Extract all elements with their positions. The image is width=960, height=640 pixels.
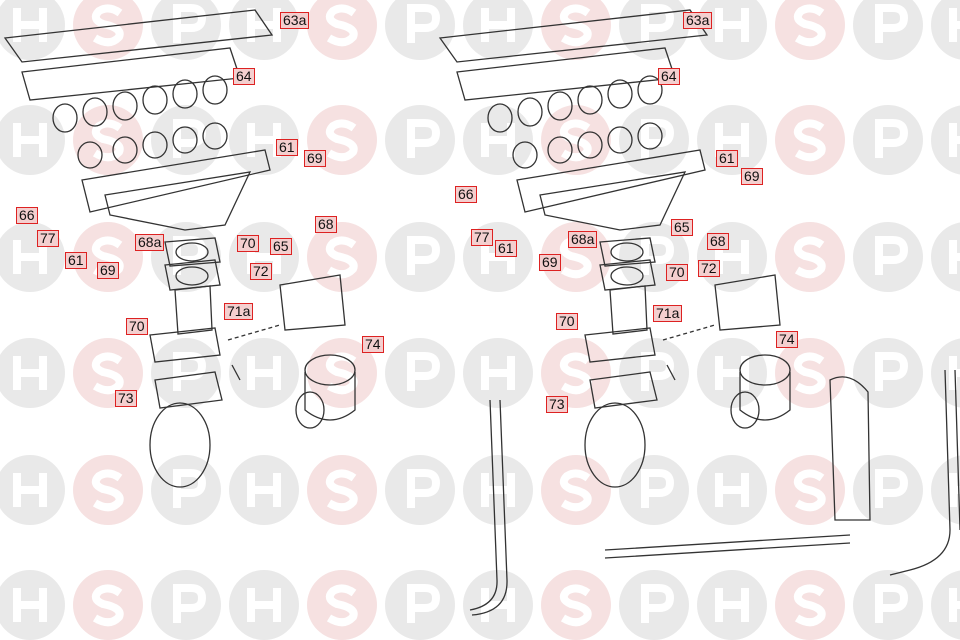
part-label-70[interactable]: 70 (126, 318, 148, 335)
part-label-72[interactable]: 72 (698, 260, 720, 277)
part-label-71a[interactable]: 71a (224, 303, 254, 320)
part-label-70[interactable]: 70 (556, 313, 578, 330)
watermark-p (385, 105, 455, 175)
mixing-chamber-68a (104, 171, 252, 231)
watermark-p (385, 222, 455, 292)
horizontal-pipe (604, 534, 851, 559)
gas-valve-72 (279, 274, 346, 331)
watermark-s (73, 455, 143, 525)
part-label-69[interactable]: 69 (539, 254, 561, 271)
part-label-77[interactable]: 77 (37, 230, 59, 247)
part-label-77[interactable]: 77 (471, 229, 493, 246)
watermark-h (229, 338, 299, 408)
watermark-h (0, 105, 65, 175)
watermark-h (0, 338, 65, 408)
watermark-p (853, 338, 923, 408)
part-label-65[interactable]: 65 (671, 219, 693, 236)
part-label-66[interactable]: 66 (16, 207, 38, 224)
watermark-s (73, 105, 143, 175)
part-label-63a[interactable]: 63a (280, 12, 310, 29)
watermark-h (931, 0, 960, 60)
watermark-p (853, 455, 923, 525)
part-label-68a[interactable]: 68a (568, 231, 598, 248)
watermark-s (775, 222, 845, 292)
part-label-71a[interactable]: 71a (653, 305, 683, 322)
watermark-s (541, 455, 611, 525)
watermark-s (775, 338, 845, 408)
part-label-61[interactable]: 61 (716, 150, 738, 167)
watermark-p (619, 105, 689, 175)
part-label-66[interactable]: 66 (455, 186, 477, 203)
watermark-h (697, 0, 767, 60)
part-label-74[interactable]: 74 (362, 336, 384, 353)
watermark-p (853, 105, 923, 175)
part-label-69[interactable]: 69 (97, 262, 119, 279)
watermark-s (73, 222, 143, 292)
watermark-h (931, 455, 960, 525)
watermark-s (307, 0, 377, 60)
watermark-p (385, 455, 455, 525)
fan-motor-74 (304, 354, 356, 386)
watermark-h (463, 105, 533, 175)
watermark-s (775, 105, 845, 175)
watermark-p (385, 0, 455, 60)
part-label-64[interactable]: 64 (233, 68, 255, 85)
watermark-s (307, 455, 377, 525)
parts-diagram-drawing (3, 9, 960, 616)
watermark-p (151, 455, 221, 525)
watermark-s (307, 222, 377, 292)
watermark-h (931, 105, 960, 175)
elbow-fitting (829, 376, 871, 521)
burner-tubes (52, 75, 228, 169)
part-label-64[interactable]: 64 (658, 68, 680, 85)
watermark-h (229, 455, 299, 525)
watermark-h (463, 0, 533, 60)
watermark-h (463, 455, 533, 525)
manifold-frame (81, 149, 271, 213)
watermark-s (775, 0, 845, 60)
exploded-view-right (439, 9, 791, 488)
watermark-p (385, 338, 455, 408)
part-label-63a[interactable]: 63a (683, 12, 713, 29)
watermark-h (463, 338, 533, 408)
gasket-63a (3, 9, 274, 63)
watermark-p (619, 0, 689, 60)
part-label-69[interactable]: 69 (741, 168, 763, 185)
part-label-68a[interactable]: 68a (135, 234, 165, 251)
part-label-61[interactable]: 61 (65, 252, 87, 269)
part-label-70[interactable]: 70 (666, 264, 688, 281)
watermark-h (0, 455, 65, 525)
watermark-s (541, 0, 611, 60)
watermark-h (931, 222, 960, 292)
part-label-68[interactable]: 68 (707, 233, 729, 250)
watermark-p (853, 0, 923, 60)
part-label-65[interactable]: 65 (270, 238, 292, 255)
fan-73 (149, 402, 211, 488)
part-label-74[interactable]: 74 (776, 331, 798, 348)
watermark-p (619, 455, 689, 525)
part-label-73[interactable]: 73 (115, 390, 137, 407)
watermark-h (697, 455, 767, 525)
part-label-70[interactable]: 70 (237, 235, 259, 252)
part-label-69[interactable]: 69 (304, 150, 326, 167)
part-label-61[interactable]: 61 (276, 139, 298, 156)
watermark-h (0, 0, 65, 60)
watermark-p (853, 222, 923, 292)
part-label-61[interactable]: 61 (495, 240, 517, 257)
flue-pipe (469, 399, 498, 611)
part-label-68[interactable]: 68 (315, 216, 337, 233)
part-label-72[interactable]: 72 (250, 263, 272, 280)
burner-plate-64 (21, 47, 241, 101)
part-label-73[interactable]: 73 (546, 396, 568, 413)
watermark-h (229, 0, 299, 60)
exploded-view-left (3, 9, 356, 488)
